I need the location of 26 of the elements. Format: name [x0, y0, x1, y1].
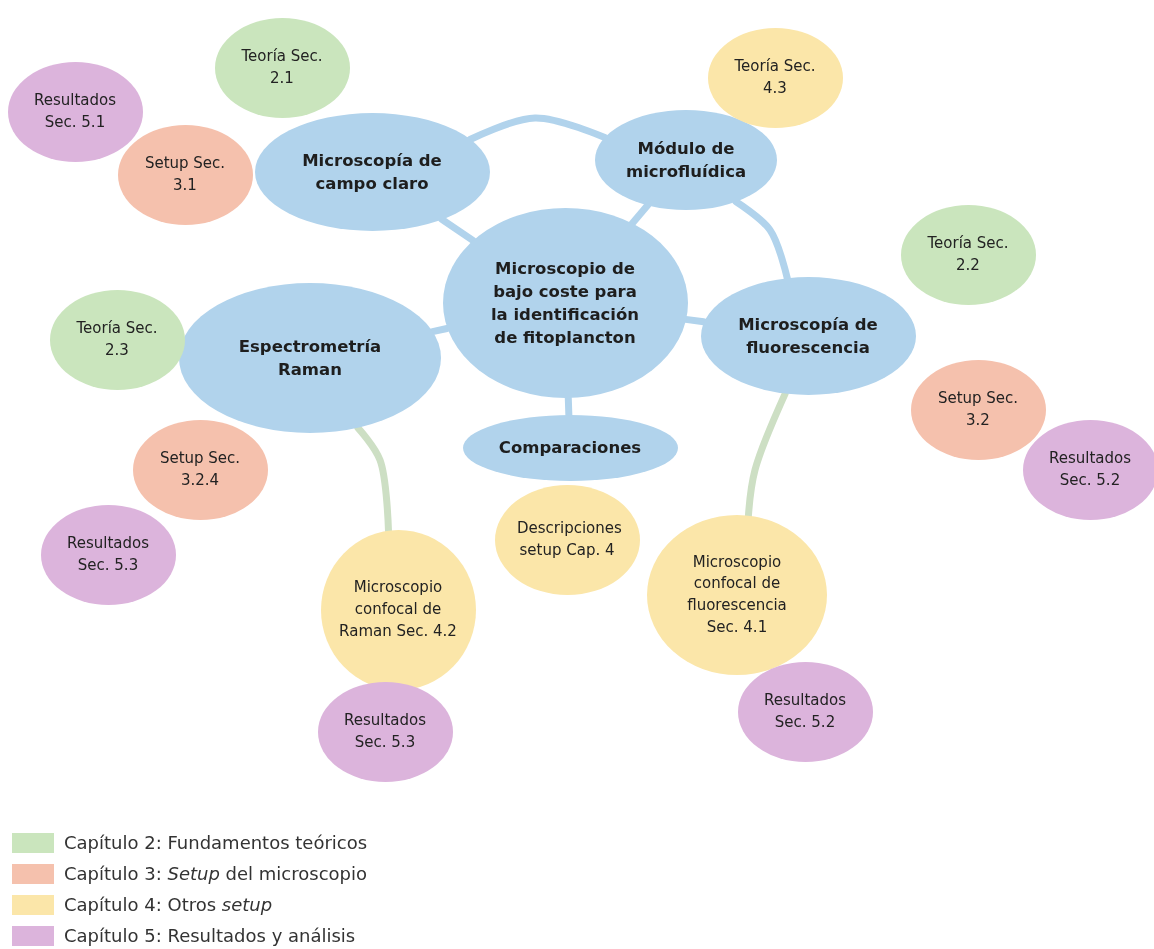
- bubble-text: Microscopio confocal de Raman Sec. 4.2: [338, 577, 458, 642]
- bubble-text: Microscopio de bajo coste para la identificación de fitoplancton: [489, 257, 641, 350]
- bubble-text: Resultados Sec. 5.2: [1047, 448, 1133, 491]
- bubble-text: Módulo de microfluídica: [624, 137, 748, 183]
- connector-line: [466, 114, 609, 143]
- bubble-text: Microscopio confocal de fluorescencia Sec. 4.1: [686, 551, 788, 638]
- legend-text: Capítulo 5: Resultados y análisis: [64, 925, 356, 946]
- bubble-text: Resultados Sec. 5.3: [65, 533, 151, 576]
- bubble-text: Setup Sec. 3.2: [936, 388, 1020, 431]
- bubble-text: Teoría Sec. 2.1: [240, 46, 324, 89]
- bubble-text: Espectrometría Raman: [237, 335, 383, 381]
- bubble-text: Microscopía de campo claro: [301, 149, 443, 195]
- bubble-text: Teoría Sec. 4.3: [733, 56, 817, 99]
- legend-text: Capítulo 2: Fundamentos teóricos: [64, 832, 368, 853]
- bubble-text: Resultados Sec. 5.2: [762, 690, 848, 733]
- bubble-text: Resultados Sec. 5.1: [32, 90, 118, 133]
- legend-text: Capítulo 4: Otros setup: [64, 894, 273, 915]
- connector-line: [429, 324, 451, 336]
- legend-text: Capítulo 3: Setup del microscopio: [64, 863, 367, 884]
- bubble-text: Comparaciones: [498, 437, 642, 460]
- bubble-text: Setup Sec. 3.2.4: [158, 448, 242, 491]
- bubble-text: Resultados Sec. 5.3: [342, 710, 428, 753]
- bubble-text: Teoría Sec. 2.3: [75, 318, 159, 361]
- bubble-text: Microscopía de fluorescencia: [737, 313, 879, 359]
- bubble-text: Teoría Sec. 2.2: [926, 233, 1010, 276]
- bubble-text: Setup Sec. 3.1: [143, 153, 227, 196]
